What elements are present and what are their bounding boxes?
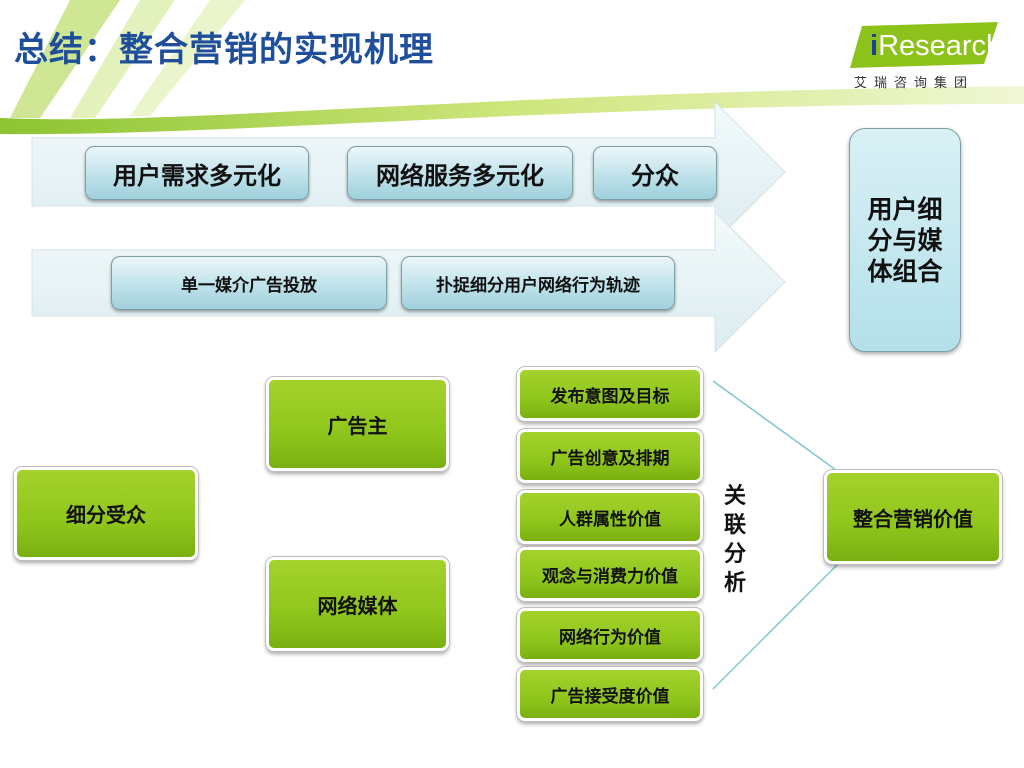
list-item: 人群属性价值 [517, 490, 703, 544]
list-item: 广告接受度价值 [517, 667, 703, 721]
logo-badge [850, 22, 998, 68]
pill-network-service: 网络服务多元化 [347, 146, 573, 200]
connector-line-bottom [712, 559, 843, 690]
box-integrated-marketing-value: 整合营销价值 [824, 470, 1002, 564]
page-title: 总结：整合营销的实现机理 [14, 30, 434, 70]
pill-capture-behavior: 扑捉细分用户网络行为轨迹 [401, 256, 675, 310]
box-advertiser: 广告主 [266, 377, 449, 471]
header-swoosh [0, 0, 1024, 127]
header-green-band [0, 86, 1024, 135]
pill-segmentation: 分众 [593, 146, 717, 200]
relation-analysis-label: 关联分析 [723, 484, 746, 596]
list-item: 网络行为价值 [517, 608, 703, 662]
result-box: 用户细分与媒体组合 [849, 128, 961, 352]
box-segmented-audience: 细分受众 [14, 467, 198, 560]
header-green-stripes [10, 0, 120, 118]
connector-line-top [712, 380, 837, 471]
pill-user-demand: 用户需求多元化 [85, 146, 309, 200]
list-item: 广告创意及排期 [517, 429, 703, 483]
list-item: 观念与消费力价值 [517, 547, 703, 601]
logo: iResearch [870, 30, 1002, 63]
logo-i: i [870, 30, 879, 62]
box-network-media: 网络媒体 [266, 557, 449, 651]
logo-subtitle: 艾瑞咨询集团 [854, 76, 975, 91]
pill-single-media: 单一媒介广告投放 [111, 256, 387, 310]
logo-wordmark: Research [878, 30, 1003, 62]
result-box-label: 用户细分与媒体组合 [867, 194, 943, 286]
list-item: 发布意图及目标 [517, 367, 703, 421]
